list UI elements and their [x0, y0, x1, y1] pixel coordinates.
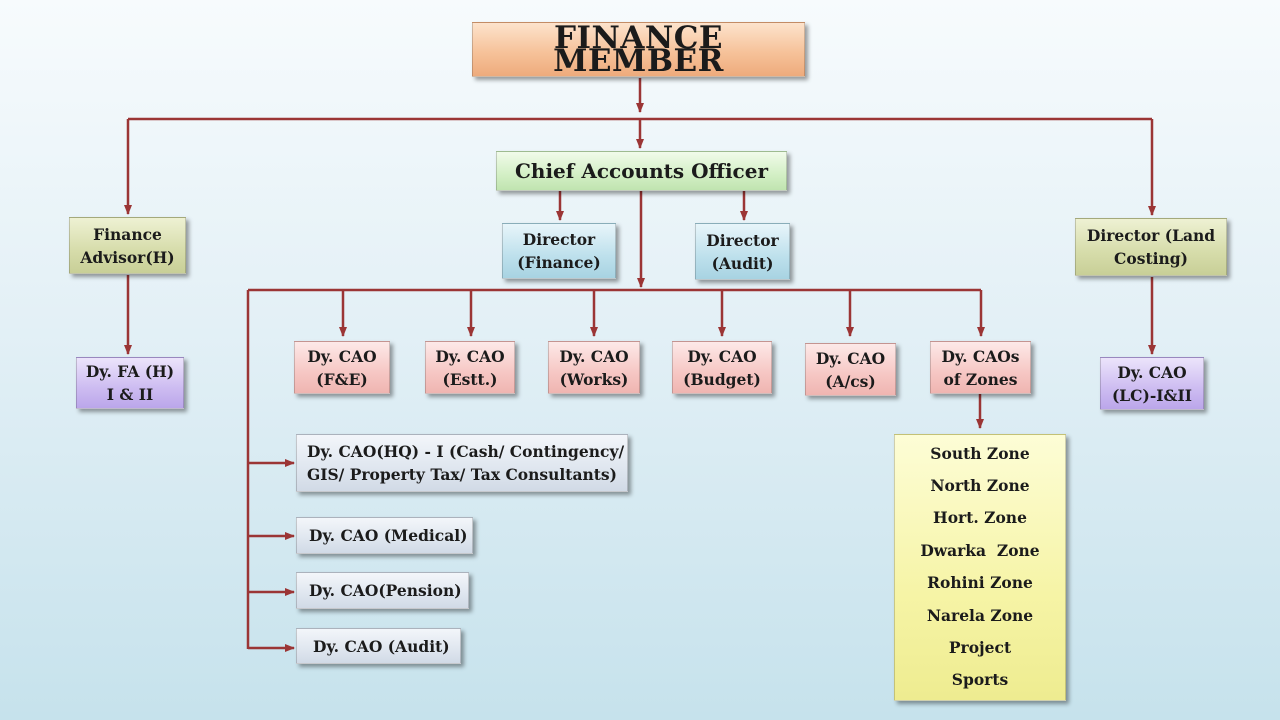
node-dy-cao-audit: Dy. CAO (Audit) [296, 628, 461, 664]
zone-item: Rohini Zone [927, 573, 1033, 593]
node-finance-member-label: FINANCE MEMBER [553, 19, 724, 79]
node-dy-cao-budget: Dy. CAO (Budget) [672, 341, 772, 394]
node-dy-caos-zones: Dy. CAOs of Zones [930, 341, 1031, 394]
node-dy-cao-pension-label: Dy. CAO(Pension) [309, 581, 462, 600]
node-dy-cao-acs: Dy. CAO (A/cs) [805, 343, 896, 396]
node-dy-cao-hq: Dy. CAO(HQ) - I (Cash/ Contingency/ GIS/… [296, 434, 628, 492]
node-dy-cao-pension: Dy. CAO(Pension) [296, 572, 469, 609]
node-dy-cao-medical: Dy. CAO (Medical) [296, 517, 473, 554]
node-dy-cao-lc-label: Dy. CAO (LC)-I&II [1111, 362, 1193, 405]
node-finance-advisor-label: Finance Advisor(H) [80, 224, 175, 267]
node-dy-cao-fe-label: Dy. CAO (F&E) [307, 346, 377, 389]
node-dy-cao-lc: Dy. CAO (LC)-I&II [1100, 357, 1204, 410]
node-director-finance: Director (Finance) [502, 223, 616, 279]
zone-item: Sports [951, 670, 1009, 690]
node-dy-cao-fe: Dy. CAO (F&E) [294, 341, 390, 394]
node-chief-accounts-officer: Chief Accounts Officer [496, 151, 787, 191]
node-dy-caos-zones-label: Dy. CAOs of Zones [941, 346, 1020, 389]
node-finance-member: FINANCE MEMBER [472, 22, 805, 77]
node-finance-advisor: Finance Advisor(H) [69, 217, 186, 274]
node-director-finance-label: Director (Finance) [517, 230, 601, 272]
node-dy-cao-estt: Dy. CAO (Estt.) [425, 341, 515, 394]
node-dy-cao-works: Dy. CAO (Works) [548, 341, 640, 394]
node-director-audit: Director (Audit) [695, 223, 790, 280]
zone-item: Project [948, 637, 1012, 657]
node-director-land-costing-label: Director (Land Costing) [1086, 226, 1216, 268]
node-dy-cao-works-label: Dy. CAO (Works) [559, 346, 629, 389]
zone-item: South Zone [930, 443, 1030, 463]
node-dy-cao-audit-label: Dy. CAO (Audit) [313, 636, 450, 656]
node-director-audit-label: Director (Audit) [706, 230, 779, 273]
zone-item: Hort. Zone [933, 508, 1027, 528]
zones-list: South Zone North Zone Hort. Zone Dwarka … [894, 434, 1066, 701]
node-dy-fa-label: Dy. FA (H) I & II [85, 362, 175, 404]
node-dy-cao-budget-label: Dy. CAO (Budget) [683, 346, 761, 389]
node-dy-cao-hq-label: Dy. CAO(HQ) - I (Cash/ Contingency/ GIS/… [307, 442, 625, 484]
node-chief-accounts-officer-label: Chief Accounts Officer [515, 158, 768, 183]
node-dy-cao-medical-label: Dy. CAO (Medical) [309, 526, 468, 545]
zone-item: Dwarka Zone [920, 540, 1040, 560]
zone-item: North Zone [930, 476, 1030, 496]
node-dy-cao-estt-label: Dy. CAO (Estt.) [435, 346, 505, 389]
node-dy-fa: Dy. FA (H) I & II [76, 357, 184, 409]
node-director-land-costing: Director (Land Costing) [1075, 218, 1227, 276]
zone-item: Narela Zone [926, 605, 1034, 625]
node-dy-cao-acs-label: Dy. CAO (A/cs) [815, 348, 886, 391]
